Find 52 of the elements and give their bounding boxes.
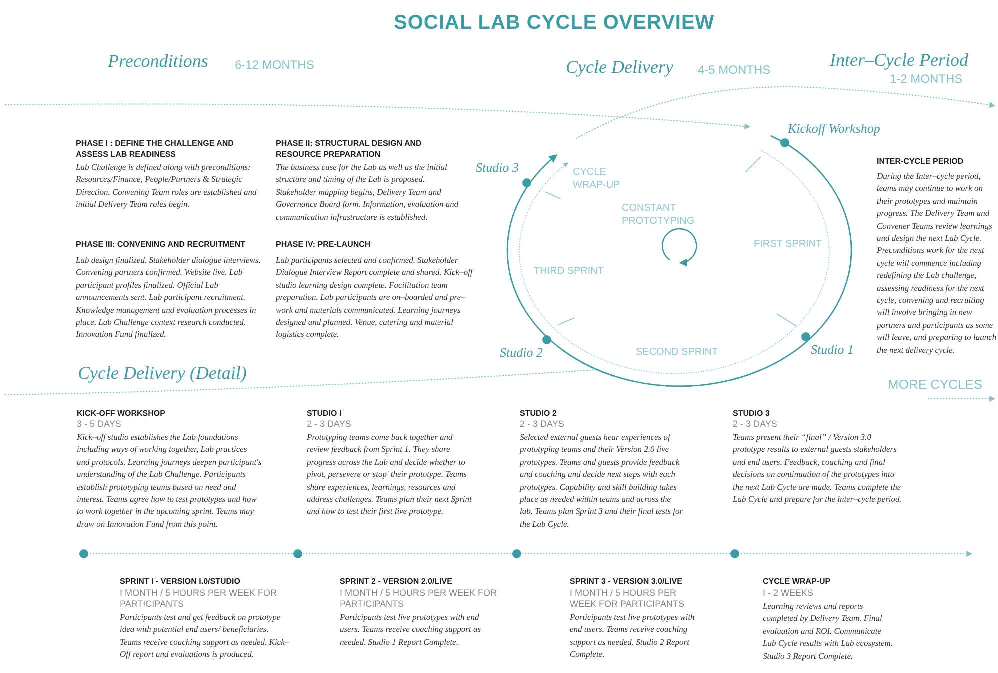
- section-heading: INTER-CYCLE PERIOD: [877, 156, 965, 167]
- description-text: Prototyping teams come back together and review feedback from Sprint 1. They share progress across the Lab and decide whether to pivot, persevere or stop' their prototype. Teams share experiences, learnings, resources and address challenges. Teams plan their next Sprint and how to test their first live prototype.: [307, 431, 472, 518]
- duration-text: 4-5 MONTHS: [698, 64, 771, 76]
- duration-text: I MONTH / 5 HOURS PER WEEK FOR PARTICIPANTS: [570, 588, 686, 609]
- page-title: SOCIAL LAB CYCLE OVERVIEW: [394, 11, 715, 36]
- section-title: Preconditions: [108, 52, 208, 70]
- section-title: Cycle Delivery: [566, 58, 674, 76]
- stage-label: CONSTANT PROTOTYPING: [622, 202, 692, 228]
- section-heading: PHASE IV: PRE-LAUNCH: [276, 239, 372, 250]
- section-heading: STUDIO I: [307, 408, 343, 419]
- section-heading: CYCLE WRAP-UP: [763, 576, 832, 587]
- milestone-label: Studio 3: [476, 161, 519, 174]
- description-text: Learning reviews and reports completed by Delivery Team. Final evaluation and ROI. Communicate Lab Cycle results with Lab ecosystem. Studio 3 Report Complete.: [763, 600, 893, 662]
- section-heading: SPRINT 3 - VERSION 3.0/LIVE: [570, 576, 684, 587]
- description-text: Lab design finalized. Stakeholder dialogue interviews. Convening partners confirmed. Website live. Lab participant profiles finalized. Official Lab announcements sent. Lab participant recruitment. Knowledge management and evaluation processes in place. Lab Challenge context research conducted. Innovation Fund finalized.: [76, 254, 262, 341]
- description-text: Teams present their “final” / Version 3.0 prototype results to external guests stakeholders and end users. Feedback, coaching and final decisions on continuation of the prototypes into the next Lab Cycle are made. Teams complete the Lab Cycle and prepare for the inter–cycle period.: [733, 431, 903, 506]
- stage-label: THIRD SPRINT: [534, 265, 605, 278]
- section-heading: SPRINT 2 - VERSION 2.0/LIVE: [340, 576, 454, 587]
- duration-text: 3 - 5 DAYS: [77, 419, 122, 430]
- duration-text: I - 2 WEEKS: [763, 588, 815, 598]
- section-heading: KICK-OFF WORKSHOP: [77, 408, 166, 419]
- duration-text: 2 - 3 DAYS: [307, 419, 352, 430]
- milestone-label: Studio 2: [500, 346, 543, 359]
- section-heading: PHASE III: CONVENING AND RECRUITMENT: [76, 239, 246, 250]
- section-title: Inter–Cycle Period: [830, 51, 968, 69]
- section-heading: SPRINT I - VERSION I.0/STUDIO: [120, 576, 242, 587]
- milestone-label: Kickoff Workshop: [788, 122, 880, 135]
- section-heading: PHASE I : DEFINE THE CHALLENGE AND ASSESS LAB READINESS: [76, 138, 235, 160]
- stage-label: FIRST SPRINT: [754, 238, 824, 251]
- duration-text: I MONTH / 5 HOURS PER WEEK FOR PARTICIPANTS: [120, 588, 278, 609]
- duration-text: 1-2 MONTHS: [890, 73, 963, 85]
- stage-label: CYCLE WRAP-UP: [573, 166, 622, 192]
- description-text: Lab Challenge is defined along with preconditions: Resources/Finance, People/Partners & Strategic Direction. Convening Team roles are established and initial Delivery Team roles begin.: [76, 161, 258, 211]
- description-text: During the Inter–cycle period, teams may continue to work on their prototypes and maintain progress. The Delivery Team and Convener Teams review learnings and design the next Lab Cycle. Preconditions work for the next cycle will commence including redefining the Lab challenge, assessing readiness for the next cycle, convening and recruiting will involve bringing in new partners and participants as some will leave, and preparing to launch the next delivery cycle.: [877, 170, 998, 356]
- description-text: Kick–off studio establishes the Lab foundations including ways of working together, Lab practices and protocols. Learning journeys deepen participant's understanding of the Lab Challenge. Participants establish prototyping teams based on need and interest. Teams agree how to test prototypes and how to work together in the upcoming sprint. Teams may draw on Innovation Fund from this point.: [77, 431, 262, 530]
- section-heading: STUDIO 3: [733, 408, 771, 419]
- description-text: The business case for the Lab as well as the initial structure and timing of the Lab is proposed. Stakeholder mapping begins, Delivery Team and Governance Board form. Information, evaluation and communication infrastructure is established.: [276, 161, 460, 224]
- description-text: Lab participants selected and confirmed. Stakeholder Dialogue Interview Report complete and shared. Kick–off studio learning design complete. Facilitation team preparation. Lab participants are on–boarded and pre–work and materials communicated. Learning journeys designed and planned. Venue, catering and material logistics complete.: [276, 254, 475, 341]
- section-title: Cycle Delivery (Detail): [78, 364, 247, 382]
- milestone-label: Studio 1: [811, 343, 854, 356]
- duration-text: 2 - 3 DAYS: [520, 419, 566, 430]
- more-cycles-label: MORE CYCLES: [888, 378, 983, 391]
- description-text: Participants test live prototypes with end users. Teams receive coaching support as needed. Studio 1 Report Complete.: [340, 611, 482, 648]
- duration-text: 6-12 MONTHS: [235, 59, 314, 71]
- stage-label: SECOND SPRINT: [636, 346, 720, 359]
- description-text: Participants test and get feedback on prototype idea with potential end users/ beneficiaries. Teams receive coaching support as needed. Kick–Off report and evaluations is produced.: [120, 611, 290, 661]
- section-heading: PHASE II: STRUCTURAL DESIGN AND RESOURCE PREPARATION: [276, 138, 423, 160]
- duration-text: 2 - 3 DAYS: [733, 419, 778, 430]
- duration-text: I MONTH / 5 HOURS PER WEEK FOR PARTICIPANTS: [340, 588, 498, 609]
- description-text: Participants test live prototypes with end users. Teams receive coaching support as needed. Studio 2 Report Complete.: [570, 611, 696, 661]
- description-text: Selected external guests hear experiences of prototyping teams and their Version 2.0 live prototypes. Teams and guests provide feedback and coaching and decide next steps with each prototypes. Capability and skill building takes place as needed within teams and across the lab. Teams plan Sprint 3 and their final tests for the Lab Cycle.: [520, 431, 684, 530]
- section-heading: STUDIO 2: [520, 408, 558, 419]
